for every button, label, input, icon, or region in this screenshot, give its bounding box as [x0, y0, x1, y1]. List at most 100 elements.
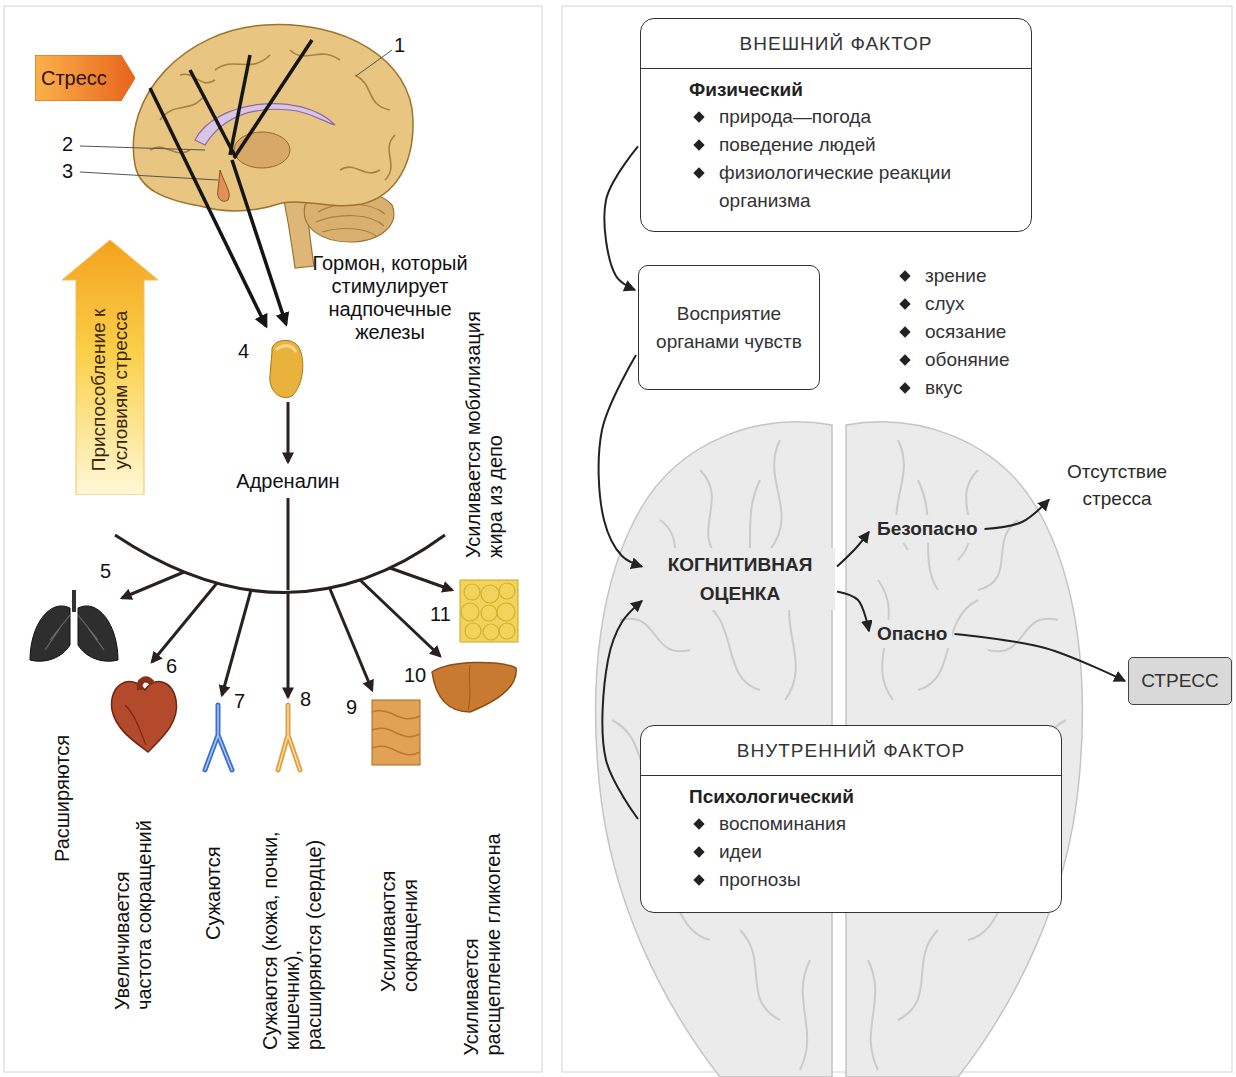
rotated-text: Приспособление к условиям стресса	[88, 288, 132, 493]
list-item: поведение людей	[689, 131, 1013, 159]
sagittal-brain	[234, 132, 290, 168]
muscle-icon	[372, 700, 420, 765]
adrenaline-arrow	[122, 572, 184, 598]
top-view-brain	[740, 930, 780, 1020]
adrenaline-arrow	[115, 402, 452, 697]
callout-number: 4	[238, 340, 249, 362]
lungs-icon	[30, 590, 118, 661]
arrow-shape	[35, 55, 135, 101]
effect-label: Сужаются	[202, 790, 224, 940]
bullet-mark	[899, 326, 910, 337]
sense-item: слух	[895, 290, 965, 318]
top-view-brain	[620, 619, 690, 652]
hormone-arrow	[190, 70, 236, 158]
top-view-brain	[770, 440, 782, 550]
node-label: СТРЕСС	[1141, 667, 1218, 695]
box-heading: ВНУТРЕННИЙ ФАКТОР	[641, 726, 1061, 776]
list-item: физиологические реакции организма	[689, 159, 1013, 215]
top-view-brain	[700, 600, 760, 690]
callout-number: 11	[430, 603, 451, 625]
sense-text: обоняние	[925, 349, 1009, 370]
adrenaline-arrow	[390, 568, 452, 590]
callout-number: 5	[100, 560, 111, 582]
vessel-icon	[205, 705, 232, 770]
callout-number: 9	[346, 696, 357, 718]
effect-label: Усиливается мобилизация жира из депо	[462, 298, 506, 558]
bullet-mark	[899, 270, 910, 281]
top-view-brain	[700, 470, 720, 560]
sagittal-brain	[218, 170, 230, 201]
effect-label: Увеличивается частота сокращений	[111, 800, 155, 1010]
box-subheading: Психологический	[689, 784, 1043, 810]
box-heading: ВНЕШНИЙ ФАКТОР	[641, 19, 1031, 69]
adrenal-gland	[276, 346, 296, 352]
flow-arrow	[604, 146, 638, 290]
list-text: идеи	[719, 841, 762, 862]
list-text: природа—погода	[719, 106, 871, 127]
flow-arrow	[837, 591, 869, 631]
callout-number: 10	[404, 664, 426, 686]
list-text: воспоминания	[719, 813, 846, 834]
list-item: прогнозы	[689, 866, 1043, 894]
fat-tissue-icon	[465, 623, 481, 639]
top-view-brain	[596, 422, 1083, 1077]
fat-tissue-icon	[499, 623, 515, 639]
hormone-caption: Гормон, который стимулирует надпочечные …	[300, 252, 480, 344]
list-item: природа—погода	[689, 103, 1013, 131]
fat-tissue-icon	[481, 585, 499, 603]
adrenaline-arrow	[330, 589, 372, 690]
callout-number: 1	[394, 34, 405, 56]
node-label: Безопасно	[877, 517, 978, 541]
flow-arrow	[599, 355, 642, 567]
adrenaline-arrow	[222, 590, 251, 695]
hormone-arrow	[150, 40, 312, 326]
arrow-shape	[62, 240, 158, 495]
hormone-arrow	[234, 40, 312, 158]
callout-number: 8	[300, 688, 311, 710]
adrenal-gland	[270, 340, 303, 397]
sense-item: вкус	[895, 374, 962, 402]
flow-arrow	[954, 634, 1125, 681]
list-text: прогнозы	[719, 869, 801, 890]
box-body: Психологический воспоминания идеи прогнозы	[641, 776, 1061, 908]
appraisal-node: КОГНИТИВНАЯ ОЦЕНКА	[645, 548, 835, 610]
vessel-icon	[205, 705, 300, 770]
muscle-icon	[372, 700, 420, 765]
internal-factor-box: ВНУТРЕННИЙ ФАКТОР Психологический воспомин…	[640, 725, 1062, 913]
lungs-icon	[72, 590, 76, 612]
liver-icon	[468, 665, 470, 710]
heart-icon	[140, 679, 152, 690]
adrenaline-arrow	[287, 592, 290, 697]
sense-text: зрение	[925, 265, 987, 286]
sagittal-brain	[133, 25, 413, 268]
adrenaline-arrow	[287, 498, 290, 590]
sense-item: обоняние	[895, 346, 1009, 374]
node-label: Стресс	[35, 55, 135, 101]
adrenal-gland	[270, 340, 303, 397]
callout-number: 6	[166, 655, 177, 677]
node-label: Восприятие органами чувств	[653, 300, 805, 356]
box-subheading: Физический	[689, 77, 1013, 103]
callout-number: 2	[62, 133, 73, 155]
adrenaline-arrow	[287, 402, 290, 462]
fat-tissue-icon	[460, 580, 518, 642]
effect-label: Усиливается расщепление гликогена	[460, 831, 504, 1056]
liver-icon	[432, 662, 516, 712]
hormone-arrow	[232, 160, 286, 324]
list-text: физиологические реакции организма	[719, 162, 951, 211]
box-body: Физический природа—погода поведение людей ф…	[641, 69, 1031, 229]
bullet-mark	[693, 139, 704, 150]
vessel-icon	[205, 705, 232, 770]
sagittal-brain	[133, 25, 413, 211]
leader-line	[356, 50, 392, 76]
heart-icon	[125, 705, 146, 745]
effect-label: Усиливаются сокращения	[377, 812, 421, 992]
sense-item: зрение	[895, 262, 987, 290]
sagittal-brain	[316, 204, 385, 236]
callout-number: 3	[62, 160, 73, 182]
fat-tissue-icon	[461, 603, 479, 621]
adrenaline-arrow	[115, 535, 445, 593]
